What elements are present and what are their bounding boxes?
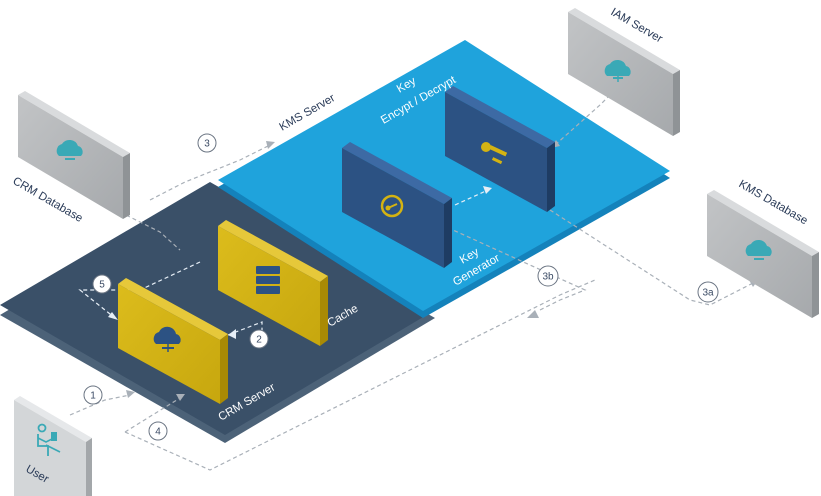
step-badge-3a: 3a xyxy=(697,281,719,303)
database-stack-icon xyxy=(256,266,280,294)
crm-database-server xyxy=(18,91,130,219)
svg-text:1: 1 xyxy=(90,391,96,402)
connector-4 xyxy=(124,397,181,433)
connectors xyxy=(69,94,758,471)
cloud-server-icon xyxy=(604,59,631,82)
connector-3a xyxy=(549,209,756,306)
connector-3b xyxy=(419,214,587,311)
svg-text:4: 4 xyxy=(155,427,161,438)
svg-text:3b: 3b xyxy=(542,272,554,283)
crm-server-module xyxy=(118,278,228,404)
step-badge-3: 3 xyxy=(197,133,217,153)
svg-text:3: 3 xyxy=(204,139,210,150)
connector-1 xyxy=(69,394,131,416)
connector-long-3b xyxy=(124,279,596,471)
svg-text:5: 5 xyxy=(99,280,105,291)
connector-iam xyxy=(554,94,611,146)
connector-3 xyxy=(149,144,271,201)
connector-5 xyxy=(78,261,201,319)
user-terminal xyxy=(14,396,92,496)
step-badge-5: 5 xyxy=(92,274,112,294)
svg-text:2: 2 xyxy=(256,335,262,346)
step-badge-1: 1 xyxy=(83,385,103,405)
user-at-desk-icon xyxy=(37,423,61,456)
svg-text:3a: 3a xyxy=(702,288,714,299)
refresh-key-icon xyxy=(380,194,404,218)
cloud-server-icon xyxy=(153,326,181,352)
cloud-server-icon xyxy=(56,139,83,160)
iam-server xyxy=(568,8,680,136)
connector-keygen-encrypt xyxy=(454,189,489,206)
key-generator-module xyxy=(342,142,452,268)
kms-database-server xyxy=(707,190,819,318)
key-encrypt-decrypt-module xyxy=(445,86,555,212)
step-badge-3b: 3b xyxy=(537,265,559,287)
step-badge-2: 2 xyxy=(249,329,269,349)
step-badge-4: 4 xyxy=(148,421,168,441)
key-icon xyxy=(481,142,508,165)
kms-platform xyxy=(218,40,670,318)
crm-platform xyxy=(0,182,435,443)
cloud-server-icon xyxy=(745,239,772,260)
connector-crm-db xyxy=(119,211,181,251)
cache-module xyxy=(218,220,328,346)
